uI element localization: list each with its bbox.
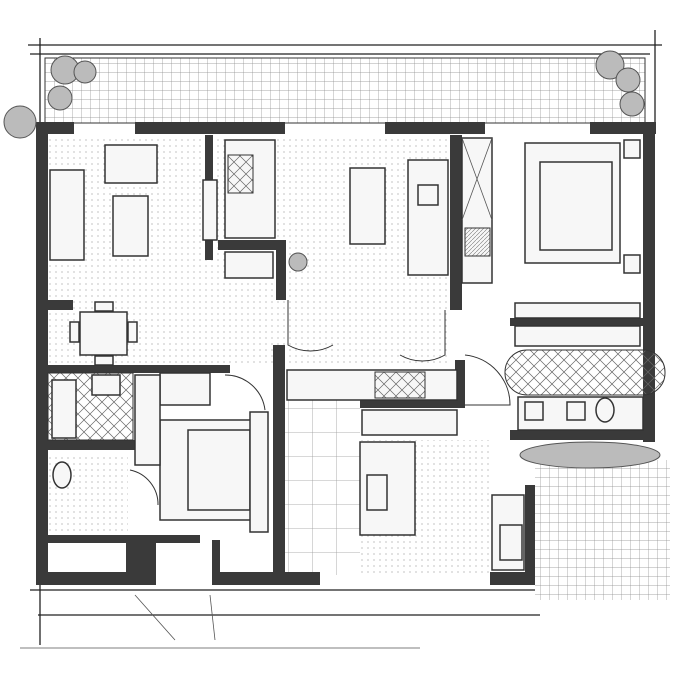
sink: [366, 474, 388, 511]
dresser: [514, 302, 641, 319]
toilet: [595, 397, 615, 423]
dining-chair: [94, 355, 114, 366]
dining-chair: [94, 301, 114, 312]
balcony: [535, 460, 670, 600]
kitchen-floor: [285, 400, 360, 575]
plant-icon: [619, 91, 645, 117]
sink: [524, 401, 544, 421]
dining-chair: [127, 321, 138, 343]
plant-icon: [288, 252, 308, 272]
bed-mattress: [187, 429, 251, 511]
sofa: [49, 169, 85, 261]
armchair: [104, 144, 158, 184]
bookshelf: [514, 325, 641, 347]
plant-icon: [615, 67, 641, 93]
staircase: [461, 137, 493, 284]
bathtub: [51, 379, 77, 439]
wardrobe: [134, 374, 161, 466]
sectional-sofa: [407, 159, 449, 276]
plant-icon: [3, 105, 37, 139]
stair-treads: [464, 227, 491, 257]
plants: [3, 50, 661, 469]
walls: [36, 122, 656, 585]
door[interactable]: [464, 354, 511, 406]
dining-table: [79, 311, 128, 356]
plant-icon: [73, 60, 97, 84]
sink: [91, 374, 121, 396]
cushion: [417, 184, 439, 206]
door[interactable]: [224, 374, 266, 411]
door[interactable]: [129, 469, 159, 506]
kitchen-counter: [286, 369, 458, 401]
planter-strip: [519, 441, 661, 469]
door[interactable]: [399, 310, 446, 362]
lower-cabinets: [361, 409, 458, 436]
center-table: [349, 167, 386, 245]
toilet: [52, 461, 72, 489]
side-cabinet: [249, 411, 269, 533]
nightstand: [623, 254, 641, 274]
desk: [159, 372, 211, 406]
nightstand: [623, 139, 641, 159]
stove: [374, 371, 426, 399]
door[interactable]: [287, 300, 334, 352]
sink: [566, 401, 586, 421]
shower-area: [504, 349, 666, 396]
plant-icon: [595, 50, 625, 80]
plant-icon: [47, 85, 73, 111]
terrace: [44, 57, 646, 124]
tv-cabinet: [202, 179, 218, 241]
dining-chair: [69, 321, 80, 343]
washer: [499, 524, 523, 561]
storage-cabinet: [224, 251, 274, 279]
wardrobe-detail: [227, 154, 254, 194]
master-bed-mattress: [539, 161, 613, 251]
coffee-table: [112, 195, 149, 257]
